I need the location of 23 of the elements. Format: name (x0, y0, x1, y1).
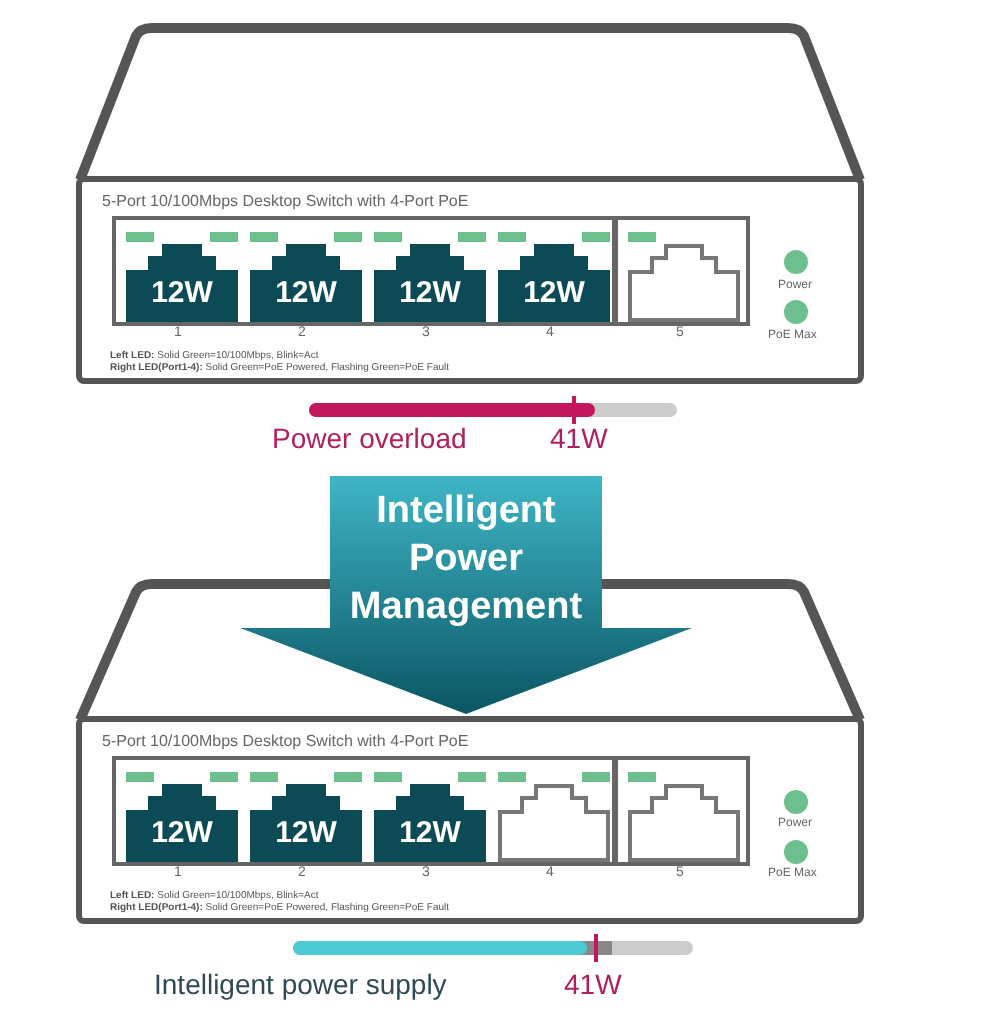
port-power-label: 12W (273, 276, 339, 310)
power-value: 41W (550, 422, 608, 454)
port-power-label: 12W (397, 276, 463, 310)
power-value: 41W (564, 968, 622, 1000)
powered-port (126, 232, 238, 332)
port-power-label: 12W (397, 816, 463, 850)
status-caption: Power overload (272, 422, 467, 454)
port-power-label: 12W (149, 276, 215, 310)
powered-port (498, 232, 610, 332)
down-arrow (240, 476, 692, 714)
empty-port (498, 772, 610, 872)
port-power-label: 12W (149, 816, 215, 850)
panel-title: 5-Port 10/100Mbps Desktop Switch with 4-Port PoE (102, 192, 469, 210)
powered-port (250, 232, 362, 332)
port-power-label: 12W (521, 276, 587, 310)
switch-front-panel (76, 176, 864, 384)
port-power-label: 12W (273, 816, 339, 850)
powered-port (126, 772, 238, 872)
panel-title: 5-Port 10/100Mbps Desktop Switch with 4-Port PoE (102, 732, 469, 750)
switch-front-panel (76, 716, 864, 924)
powered-port (250, 772, 362, 872)
status-caption: Intelligent power supply (154, 968, 447, 1000)
arrow-label: Intelligent Power Management (347, 488, 585, 632)
